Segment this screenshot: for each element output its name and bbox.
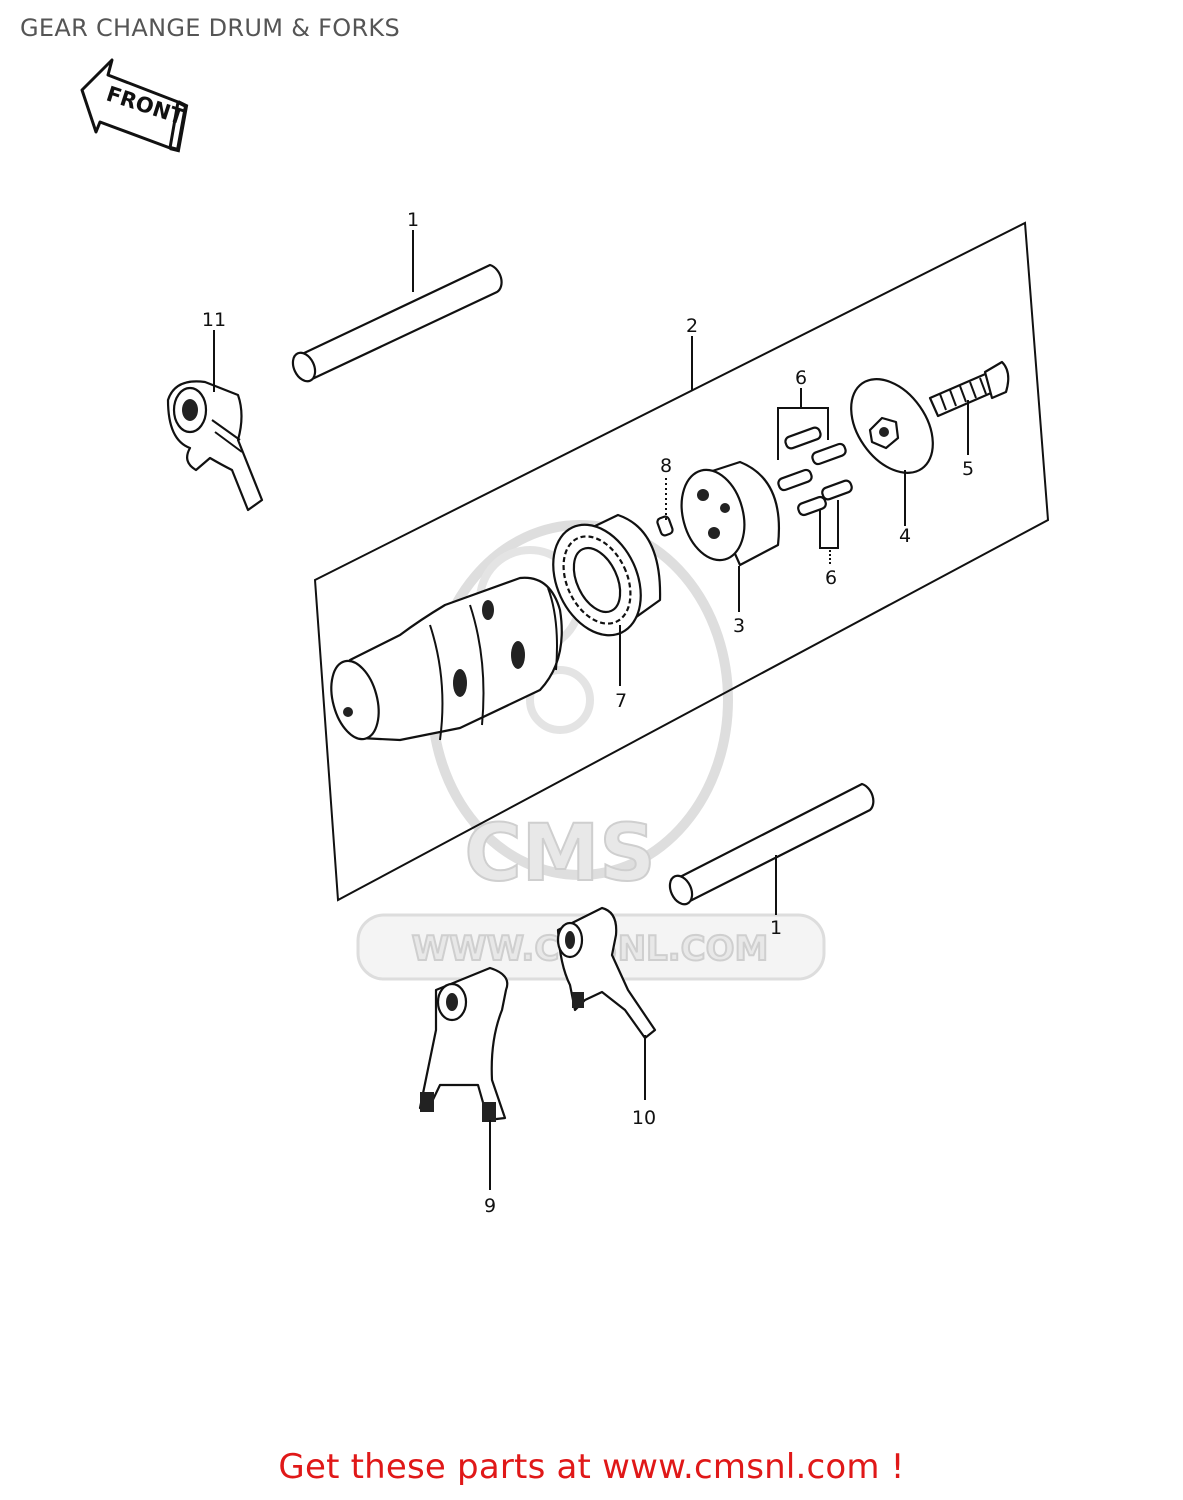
- callout-9: 9: [484, 1195, 496, 1217]
- callout-4: 4: [899, 525, 911, 547]
- assembly-frame: [313, 221, 1050, 902]
- shift-fork-11: [166, 380, 264, 512]
- shift-fork-9: [418, 966, 509, 1122]
- shaft-lower: [668, 782, 875, 906]
- page-title: GEAR CHANGE DRUM & FORKS: [20, 14, 400, 42]
- front-arrow-icon: FRONT: [80, 58, 189, 153]
- shaft-upper: [291, 263, 503, 383]
- pin-8: [656, 515, 674, 537]
- plate-4: [850, 378, 934, 474]
- watermark-brand: CMS: [464, 809, 655, 899]
- callout-6-upper: 6: [795, 367, 807, 389]
- callout-11: 11: [202, 309, 226, 331]
- callout-8: 8: [660, 455, 672, 477]
- shift-drum: [330, 576, 563, 742]
- callout-labels: 1 11 2 6 8 5 4 6 3 7 1 10 9: [202, 209, 974, 1217]
- callout-6-lower: 6: [825, 567, 837, 589]
- cta-link[interactable]: Get these parts at www.cmsnl.com !: [278, 1447, 905, 1487]
- callout-1-upper: 1: [407, 209, 419, 231]
- shift-fork-10: [556, 906, 657, 1040]
- callout-7: 7: [615, 690, 627, 712]
- leader-lines: [213, 230, 969, 1190]
- bolt-5: [928, 360, 1010, 418]
- callout-2: 2: [686, 315, 698, 337]
- pins-6: [777, 426, 853, 517]
- callout-5: 5: [962, 458, 974, 480]
- bearing: [552, 513, 662, 637]
- callout-10: 10: [632, 1107, 656, 1129]
- callout-1-lower: 1: [770, 917, 782, 939]
- drum-cap: [680, 460, 780, 567]
- callout-3: 3: [733, 615, 745, 637]
